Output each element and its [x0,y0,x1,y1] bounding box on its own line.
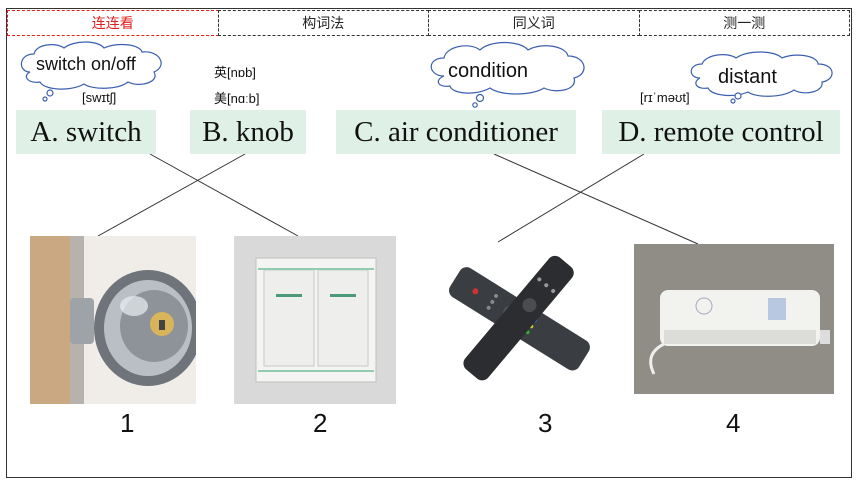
thought-cloud-icon [20,41,162,102]
slide-frame [6,8,852,478]
knob-phonetic-uk: 英[nɒb] [214,65,256,80]
option-a[interactable]: A. switch [16,110,156,154]
door-knob-image[interactable] [30,236,196,404]
picture-number-1: 1 [120,408,135,438]
match-line [497,153,645,243]
cloud-text-condition: condition [448,60,529,82]
picture-number-3: 3 [538,408,553,438]
option-d[interactable]: D. remote control [602,110,840,154]
match-line [493,153,699,245]
wall-switch-image[interactable] [234,236,396,404]
tab-bar: 连连看 构词法 同义词 测一测 [7,10,850,36]
remote-phonetic: [rɪˈməʊt] [640,90,690,105]
air-conditioner-image[interactable] [634,244,834,394]
cloud-text-distant: distant [718,66,777,88]
switch-phonetic: [swɪtʃ] [82,90,117,105]
thought-cloud-icon [690,51,833,104]
match-line [149,153,299,237]
tab-ceyice[interactable]: 测一测 [638,10,850,36]
remote-control-image[interactable] [440,246,600,390]
match-line [97,153,246,237]
picture-number-2: 2 [313,408,328,438]
picture-number-4: 4 [726,408,741,438]
cloud-text-switch: switch on/off [36,54,136,74]
knob-phonetic-us: 美[nɑːb] [214,91,260,106]
option-b[interactable]: B. knob [190,110,306,154]
thought-cloud-icon [430,41,585,108]
option-c[interactable]: C. air conditioner [336,110,576,154]
